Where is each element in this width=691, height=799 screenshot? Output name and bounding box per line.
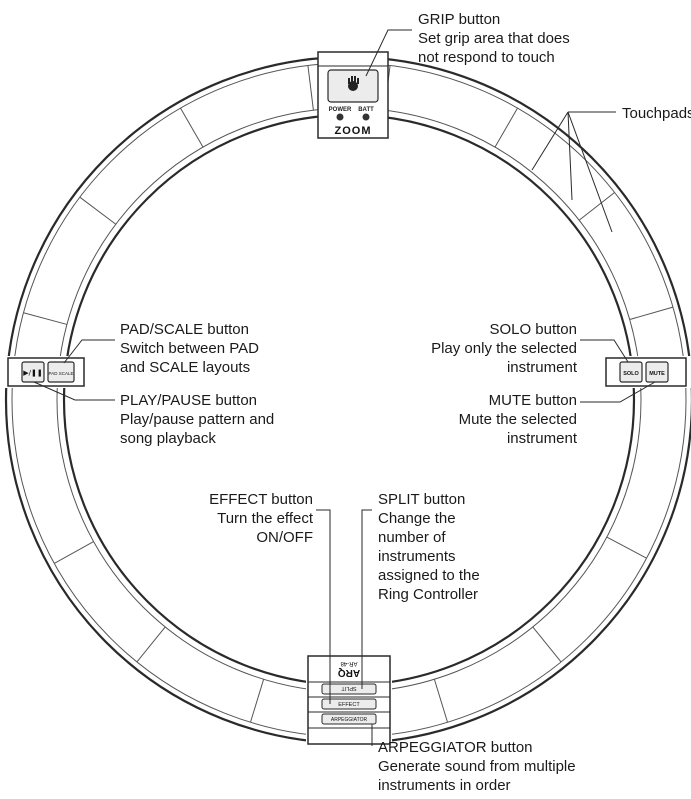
touchpad-divider-1 bbox=[494, 107, 518, 148]
grip-desc-line2: not respond to touch bbox=[418, 49, 555, 66]
mute-desc-line2: instrument bbox=[506, 430, 577, 447]
play-pause-desc-line2: song playback bbox=[120, 430, 216, 447]
batt-led bbox=[362, 113, 370, 121]
right-control-module: SOLO MUTE bbox=[605, 357, 687, 387]
play-pause-button[interactable] bbox=[21, 361, 45, 383]
touchpads-leader-4 bbox=[567, 111, 613, 233]
touchpad-divider-16 bbox=[180, 107, 204, 148]
leader-lines bbox=[33, 29, 656, 746]
pad-scale-leader bbox=[63, 339, 115, 364]
effect-desc-line1: Turn the effect bbox=[217, 510, 313, 527]
play-pause-leader bbox=[33, 381, 115, 401]
solo-desc-line2: instrument bbox=[506, 359, 577, 376]
effect-desc-line2: ON/OFF bbox=[256, 529, 313, 546]
batt-label: BATT bbox=[358, 107, 374, 113]
split-glyph: SPLIT bbox=[341, 685, 357, 691]
effect-title: EFFECT button bbox=[209, 491, 313, 508]
play-pause-callout: PLAY/PAUSE button Play/pause pattern and… bbox=[120, 391, 274, 448]
pad-scale-button[interactable] bbox=[47, 361, 75, 383]
touchpad-divider-9 bbox=[249, 679, 265, 723]
split-desc-line4: assigned to the bbox=[378, 567, 480, 584]
touchpad-divider-6 bbox=[606, 536, 647, 559]
solo-desc-line1: Play only the selected bbox=[431, 340, 577, 357]
mute-callout: MUTE button Mute the selected instrument bbox=[459, 391, 577, 448]
split-leader bbox=[361, 509, 372, 689]
play-pause-title: PLAY/PAUSE button bbox=[120, 392, 258, 409]
solo-glyph: SOLO bbox=[623, 371, 639, 377]
top-control-module: POWER BATT ZOOM bbox=[317, 51, 389, 139]
pad-scale-glyph: PAD SCALE bbox=[49, 371, 74, 376]
grip-title: GRIP button bbox=[418, 11, 501, 28]
power-led bbox=[336, 113, 344, 121]
pad-scale-callout: PAD/SCALE button Switch between PAD and … bbox=[120, 320, 259, 377]
touchpad-divider-7 bbox=[532, 626, 562, 663]
grip-leader bbox=[365, 29, 412, 77]
arpeggiator-desc-line2: instruments in order bbox=[378, 777, 511, 794]
arpeggiator-button[interactable] bbox=[321, 713, 377, 725]
effect-glyph: EFFECT bbox=[338, 702, 360, 708]
grip-hand-icon bbox=[348, 76, 359, 91]
solo-title: SOLO button bbox=[489, 321, 577, 338]
grip-callout: GRIP button Set grip area that does not … bbox=[418, 10, 570, 67]
model-label: AR-48 bbox=[340, 660, 358, 666]
mute-desc-line1: Mute the selected bbox=[458, 411, 577, 428]
play-pause-desc-line1: Play/pause pattern and bbox=[120, 411, 275, 428]
play-pause-glyph: ▶/❚❚ bbox=[23, 369, 42, 377]
effect-leader bbox=[316, 509, 331, 704]
touchpads-callout: Touchpads bbox=[622, 104, 691, 123]
split-title: SPLIT button bbox=[378, 491, 466, 508]
touchpad-divider-11 bbox=[54, 541, 94, 564]
zoom-logo: ZOOM bbox=[335, 125, 372, 137]
power-label: POWER bbox=[329, 107, 352, 113]
touchpad-divider-8 bbox=[433, 679, 449, 723]
grip-desc-line1: Set grip area that does bbox=[418, 30, 570, 47]
arpeggiator-title: ARPEGGIATOR button bbox=[378, 739, 533, 756]
touchpad-divider-17 bbox=[307, 65, 314, 111]
mute-leader bbox=[580, 381, 656, 403]
pad-scale-title: PAD/SCALE button bbox=[120, 321, 249, 338]
touchpads-label: Touchpads bbox=[622, 105, 691, 122]
mute-title: MUTE button bbox=[488, 392, 577, 409]
effect-callout: EFFECT button Turn the effect ON/OFF bbox=[209, 490, 313, 547]
arpeggiator-desc-line1: Generate sound from multiple bbox=[378, 758, 576, 775]
touchpad-divider-15 bbox=[79, 196, 117, 225]
touchpads-leader-3 bbox=[567, 111, 573, 201]
touchpad-divider-14 bbox=[23, 312, 68, 325]
split-desc-line5: Ring Controller bbox=[378, 586, 479, 603]
touchpad-divider-3 bbox=[629, 306, 674, 320]
split-desc-line2: number of bbox=[378, 529, 446, 546]
touchpads-leader-2 bbox=[531, 111, 569, 171]
mute-button[interactable] bbox=[645, 361, 669, 383]
solo-button[interactable] bbox=[619, 361, 643, 383]
touchpad-divider-10 bbox=[136, 626, 166, 663]
effect-button[interactable] bbox=[321, 698, 377, 710]
touchpad-divider-2 bbox=[578, 192, 615, 221]
pad-scale-desc-line2: and SCALE layouts bbox=[120, 359, 251, 376]
split-callout: SPLIT button Change the number of instru… bbox=[378, 490, 480, 604]
split-desc-line1: Change the bbox=[378, 510, 456, 527]
split-desc-line3: instruments bbox=[378, 548, 456, 565]
bottom-control-module: AR-48 ARQ SPLIT EFFECT ARPEGGIATOR bbox=[307, 655, 391, 745]
arq-logo: ARQ bbox=[338, 667, 360, 678]
pad-scale-desc-line1: Switch between PAD bbox=[120, 340, 259, 357]
solo-leader bbox=[580, 339, 629, 363]
left-control-module: ▶/❚❚ PAD SCALE bbox=[7, 357, 85, 387]
arpeggiator-callout: ARPEGGIATOR button Generate sound from m… bbox=[378, 738, 576, 795]
arpeggiator-glyph: ARPEGGIATOR bbox=[331, 717, 368, 723]
mute-glyph: MUTE bbox=[649, 371, 665, 377]
solo-callout: SOLO button Play only the selected instr… bbox=[431, 320, 577, 377]
